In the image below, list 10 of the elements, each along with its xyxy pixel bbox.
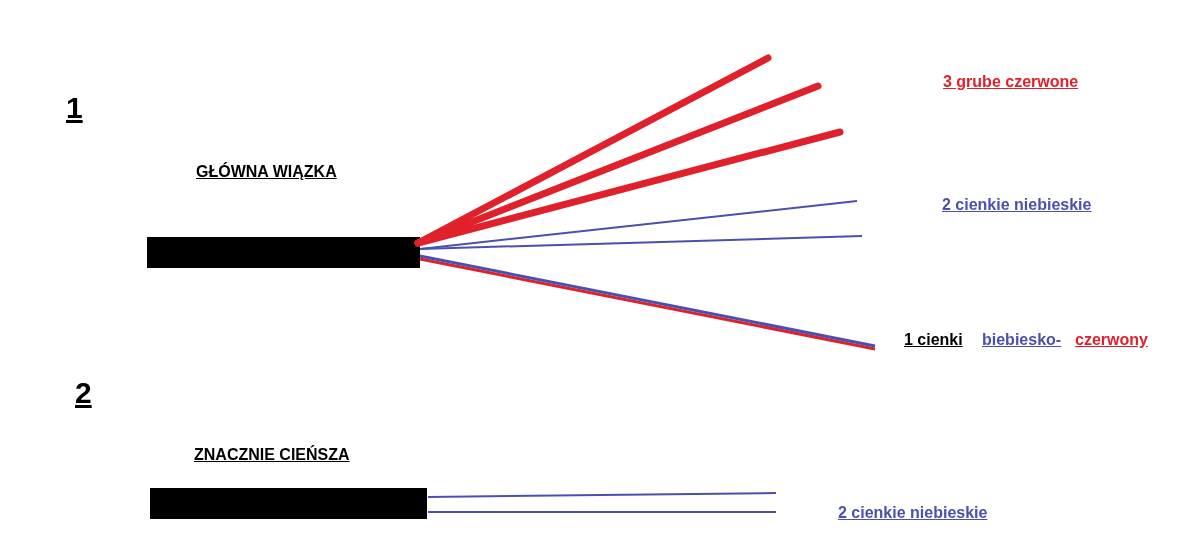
wire-label: 1 cienki <box>904 330 963 350</box>
section-number: 2 <box>75 375 92 411</box>
section-number: 1 <box>66 90 83 126</box>
cable-label: GŁÓWNA WIĄZKA <box>196 162 337 182</box>
wire-label: 2 cienkie niebieskie <box>838 503 988 523</box>
wire-label: czerwony <box>1075 330 1148 350</box>
wire-label: 3 grube czerwone <box>943 72 1079 92</box>
cable-label: ZNACZNIE CIEŃSZA <box>194 445 350 465</box>
wire-label: 2 cienkie niebieskie <box>942 195 1092 215</box>
wire-label: biebiesko- <box>982 330 1062 350</box>
